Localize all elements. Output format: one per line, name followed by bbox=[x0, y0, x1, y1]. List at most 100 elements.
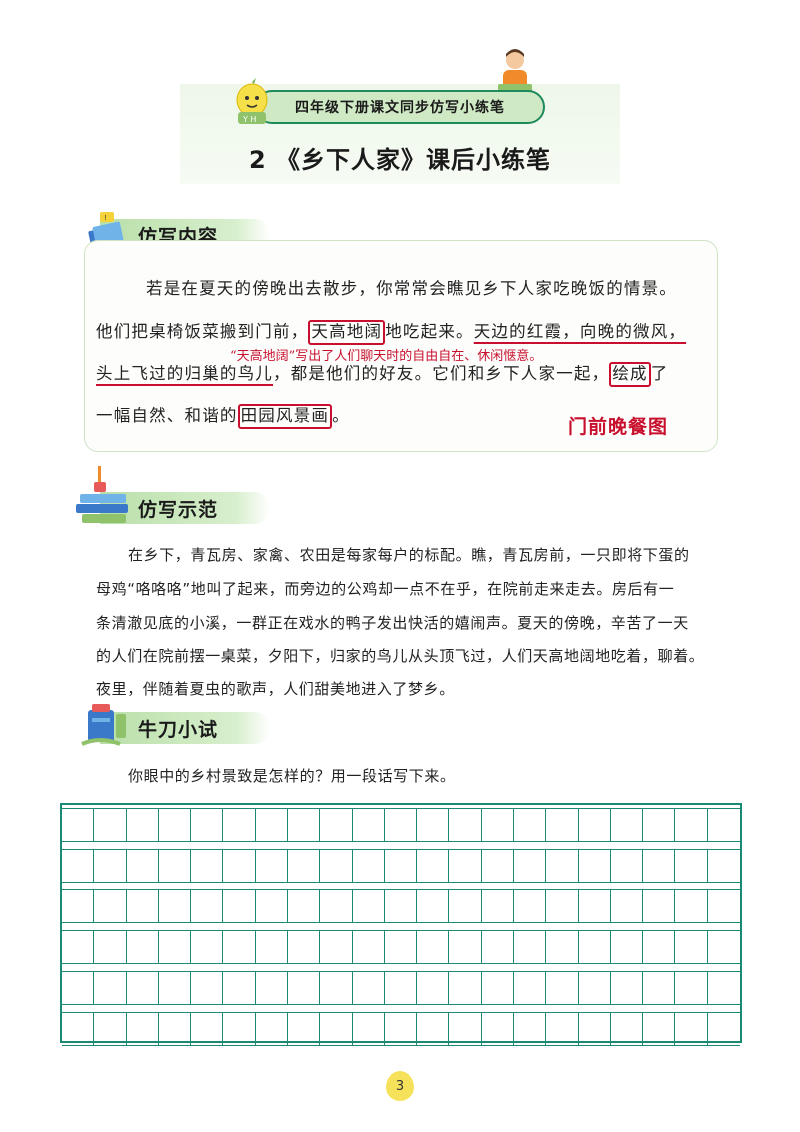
grid-cell[interactable] bbox=[707, 808, 740, 842]
grid-cell[interactable] bbox=[546, 930, 579, 965]
grid-cell[interactable] bbox=[191, 808, 224, 842]
grid-cell[interactable] bbox=[352, 970, 385, 1005]
grid-cell[interactable] bbox=[417, 970, 450, 1005]
grid-cell[interactable] bbox=[62, 848, 95, 883]
grid-cell[interactable] bbox=[481, 1011, 514, 1046]
grid-cell[interactable] bbox=[126, 848, 159, 883]
grid-cell[interactable] bbox=[287, 808, 321, 842]
grid-cell[interactable] bbox=[610, 889, 644, 924]
grid-cell[interactable] bbox=[675, 808, 708, 842]
grid-cell[interactable] bbox=[513, 848, 547, 883]
grid-cell[interactable] bbox=[126, 889, 159, 924]
grid-cell[interactable] bbox=[449, 970, 482, 1005]
grid-cell[interactable] bbox=[610, 930, 644, 965]
grid-cell[interactable] bbox=[62, 808, 95, 842]
grid-cell[interactable] bbox=[94, 1011, 127, 1046]
grid-cell[interactable] bbox=[158, 848, 192, 883]
grid-cell[interactable] bbox=[610, 848, 644, 883]
grid-cell[interactable] bbox=[675, 1011, 708, 1046]
grid-cell[interactable] bbox=[707, 889, 740, 924]
grid-cell[interactable] bbox=[449, 930, 482, 965]
grid-cell[interactable] bbox=[513, 930, 547, 965]
grid-cell[interactable] bbox=[158, 970, 192, 1005]
grid-cell[interactable] bbox=[578, 889, 611, 924]
grid-cell[interactable] bbox=[352, 889, 385, 924]
grid-cell[interactable] bbox=[255, 808, 288, 842]
grid-cell[interactable] bbox=[320, 848, 353, 883]
grid-cell[interactable] bbox=[417, 848, 450, 883]
grid-cell[interactable] bbox=[191, 970, 224, 1005]
grid-cell[interactable] bbox=[158, 930, 192, 965]
grid-cell[interactable] bbox=[481, 848, 514, 883]
grid-cell[interactable] bbox=[94, 970, 127, 1005]
grid-cell[interactable] bbox=[513, 889, 547, 924]
grid-cell[interactable] bbox=[481, 970, 514, 1005]
grid-cell[interactable] bbox=[287, 848, 321, 883]
grid-cell[interactable] bbox=[287, 970, 321, 1005]
grid-cell[interactable] bbox=[62, 970, 95, 1005]
grid-cell[interactable] bbox=[449, 848, 482, 883]
grid-cell[interactable] bbox=[610, 1011, 644, 1046]
grid-cell[interactable] bbox=[384, 930, 418, 965]
grid-cell[interactable] bbox=[546, 848, 579, 883]
grid-cell[interactable] bbox=[320, 930, 353, 965]
grid-cell[interactable] bbox=[384, 1011, 418, 1046]
grid-cell[interactable] bbox=[675, 889, 708, 924]
grid-cell[interactable] bbox=[643, 808, 676, 842]
grid-cell[interactable] bbox=[417, 889, 450, 924]
grid-cell[interactable] bbox=[352, 1011, 385, 1046]
grid-cell[interactable] bbox=[158, 889, 192, 924]
grid-cell[interactable] bbox=[94, 848, 127, 883]
grid-cell[interactable] bbox=[417, 808, 450, 842]
grid-cell[interactable] bbox=[191, 848, 224, 883]
grid-cell[interactable] bbox=[94, 930, 127, 965]
grid-cell[interactable] bbox=[320, 970, 353, 1005]
grid-cell[interactable] bbox=[449, 808, 482, 842]
grid-cell[interactable] bbox=[94, 889, 127, 924]
grid-cell[interactable] bbox=[643, 930, 676, 965]
grid-cell[interactable] bbox=[707, 970, 740, 1005]
grid-cell[interactable] bbox=[191, 930, 224, 965]
grid-cell[interactable] bbox=[707, 930, 740, 965]
grid-cell[interactable] bbox=[417, 930, 450, 965]
writing-grid[interactable] bbox=[60, 803, 742, 1046]
grid-cell[interactable] bbox=[546, 970, 579, 1005]
grid-cell[interactable] bbox=[223, 808, 256, 842]
grid-cell[interactable] bbox=[384, 808, 418, 842]
grid-cell[interactable] bbox=[384, 889, 418, 924]
grid-cell[interactable] bbox=[643, 889, 676, 924]
grid-cell[interactable] bbox=[158, 808, 192, 842]
grid-cell[interactable] bbox=[643, 848, 676, 883]
grid-cell[interactable] bbox=[513, 970, 547, 1005]
grid-cell[interactable] bbox=[707, 1011, 740, 1046]
grid-cell[interactable] bbox=[610, 808, 644, 842]
grid-cell[interactable] bbox=[578, 808, 611, 842]
grid-cell[interactable] bbox=[191, 1011, 224, 1046]
grid-cell[interactable] bbox=[255, 848, 288, 883]
grid-cell[interactable] bbox=[255, 1011, 288, 1046]
grid-cell[interactable] bbox=[126, 1011, 159, 1046]
grid-cell[interactable] bbox=[546, 889, 579, 924]
grid-cell[interactable] bbox=[513, 808, 547, 842]
grid-cell[interactable] bbox=[223, 970, 256, 1005]
grid-cell[interactable] bbox=[94, 808, 127, 842]
grid-cell[interactable] bbox=[223, 848, 256, 883]
grid-cell[interactable] bbox=[578, 970, 611, 1005]
grid-cell[interactable] bbox=[223, 1011, 256, 1046]
grid-cell[interactable] bbox=[610, 970, 644, 1005]
grid-cell[interactable] bbox=[191, 889, 224, 924]
grid-cell[interactable] bbox=[158, 1011, 192, 1046]
grid-cell[interactable] bbox=[546, 1011, 579, 1046]
grid-cell[interactable] bbox=[675, 930, 708, 965]
grid-cell[interactable] bbox=[481, 808, 514, 842]
grid-cell[interactable] bbox=[417, 1011, 450, 1046]
grid-cell[interactable] bbox=[352, 808, 385, 842]
grid-cell[interactable] bbox=[62, 930, 95, 965]
grid-cell[interactable] bbox=[675, 970, 708, 1005]
grid-cell[interactable] bbox=[320, 1011, 353, 1046]
grid-cell[interactable] bbox=[513, 1011, 547, 1046]
grid-cell[interactable] bbox=[126, 970, 159, 1005]
grid-cell[interactable] bbox=[320, 808, 353, 842]
grid-cell[interactable] bbox=[320, 889, 353, 924]
grid-cell[interactable] bbox=[62, 1011, 95, 1046]
